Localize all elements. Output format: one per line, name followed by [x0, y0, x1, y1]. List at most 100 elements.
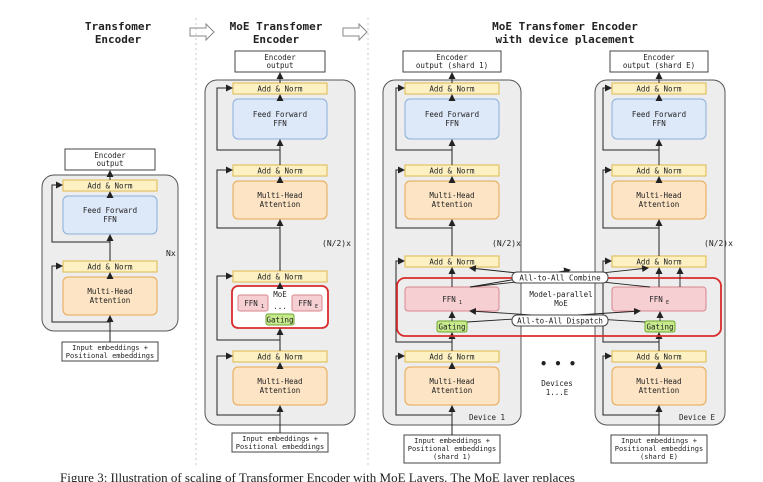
col2-encoder: Encoder output Add & Norm Feed Forward F… — [204, 50, 356, 453]
col1-mha-l2: Attention — [90, 296, 131, 305]
title-col2-line1: MoE Transfomer — [230, 20, 323, 33]
device1-output-l2: output (shard 1) — [416, 61, 488, 70]
col1-addnorm-top-label: Add & Norm — [87, 182, 133, 191]
all-to-all-dispatch-pill — [511, 314, 609, 327]
deviceE-output-l2: output (shard E) — [623, 61, 695, 70]
device1-addnorm-3-label: Add & Norm — [429, 258, 475, 267]
col1-addnorm-bottom-label: Add & Norm — [87, 263, 133, 272]
col2-addnorm-3-label: Add & Norm — [257, 273, 303, 282]
col2-mha-2-l2: Attention — [260, 386, 301, 395]
device1-ffn1-sub: 1 — [459, 300, 462, 306]
col1-output-l1: Encoder — [94, 151, 126, 160]
col2-output-l1: Encoder — [264, 53, 296, 62]
deviceE-addnorm-3-label: Add & Norm — [636, 258, 682, 267]
deviceE-addnorm-1-label: Add & Norm — [636, 85, 682, 94]
figure-caption: Figure 3: Illustration of scaling of Tra… — [60, 470, 575, 482]
model-parallel-l1: Model-parallel — [529, 290, 592, 299]
col2-ffn1-sub: 1 — [261, 304, 264, 310]
deviceE-ffnE-sub: E — [666, 300, 669, 306]
title-col1-line2: Encoder — [95, 33, 142, 46]
device1-ffn-l2: FFN — [445, 119, 459, 128]
col2-moe-label: MoE — [273, 290, 287, 299]
col1-ffn-l1: Feed Forward — [83, 206, 137, 215]
deviceE-mha-1-l1: Multi-Head — [636, 191, 681, 200]
deviceE-input-l1: Input embeddings + — [621, 437, 697, 445]
devices-ellipsis: • • • — [540, 357, 576, 371]
device1-addnorm-1-label: Add & Norm — [429, 85, 475, 94]
col2-gating-label: Gating — [266, 316, 293, 325]
col1-input-l1: Input embeddings + — [72, 344, 148, 352]
device1-n2x: (N/2)x — [492, 239, 521, 248]
col2-ffn1-label: FFN — [244, 299, 258, 308]
device1-mha-2-l1: Multi-Head — [429, 377, 474, 386]
col1-ffn-l2: FFN — [103, 215, 117, 224]
col2-addnorm-2-label: Add & Norm — [257, 167, 303, 176]
deviceE-mha-2-l1: Multi-Head — [636, 377, 681, 386]
title-col2-line2: Encoder — [253, 33, 300, 46]
devices-label-l1: Devices — [541, 379, 573, 388]
device1-ffn-l1: Feed Forward — [425, 110, 479, 119]
title-col3-line2: with device placement — [495, 33, 634, 46]
deviceE-ffnE-label: FFN — [649, 295, 663, 304]
col2-ffnE-sub: E — [315, 304, 318, 310]
device1-mha-1-l1: Multi-Head — [429, 191, 474, 200]
col2-mha-1-l1: Multi-Head — [257, 191, 302, 200]
device1-input-l1: Input embeddings + — [414, 437, 490, 445]
model-parallel-l2: MoE — [554, 299, 568, 308]
device1-mha-1-l2: Attention — [432, 200, 473, 209]
deviceE-n2x: (N/2)x — [704, 239, 733, 248]
col1-input-l2: Positional embeddings — [66, 352, 155, 360]
device1-output-l1: Encoder — [436, 53, 468, 62]
device1-ffn1-label: FFN — [442, 295, 456, 304]
col2-ffn-l2: FFN — [273, 119, 287, 128]
deviceE-addnorm-2-label: Add & Norm — [636, 167, 682, 176]
all-to-all-combine-label: All-to-All Combine — [519, 274, 601, 283]
deviceE-ffn-l2: FFN — [652, 119, 666, 128]
device1-addnorm-2-label: Add & Norm — [429, 167, 475, 176]
col2-addnorm-1-label: Add & Norm — [257, 85, 303, 94]
col2-output-l2: output — [266, 61, 293, 70]
deviceE-input-l2: Positional embeddings — [615, 445, 704, 453]
col1-encoder: Encoder output Add & Norm Feed Forward F… — [41, 148, 179, 362]
device1-addnorm-4-label: Add & Norm — [429, 353, 475, 362]
deviceE-input-box — [610, 434, 708, 464]
all-to-all-combine-pill — [511, 271, 609, 284]
col1-nx: Nx — [166, 249, 176, 258]
col2-n2x: (N/2)x — [322, 239, 351, 248]
col2-dots: ... — [273, 302, 287, 311]
col2-input-l1: Input embeddings + — [242, 435, 318, 443]
device1-label: Device 1 — [469, 413, 505, 422]
col3-device1: Encoder output (shard 1) Add & Norm Feed… — [382, 50, 522, 464]
all-to-all-dispatch-label: All-to-All Dispatch — [517, 317, 603, 326]
transition-arrow-1 — [189, 22, 215, 42]
devices-label-l2: 1...E — [546, 388, 569, 397]
deviceE-addnorm-4-label: Add & Norm — [636, 353, 682, 362]
title-col1-line1: Transfomer — [85, 20, 152, 33]
deviceE-input-l3: (shard E) — [640, 453, 678, 461]
col1-output-l2: output — [96, 159, 123, 168]
col2-addnorm-4-label: Add & Norm — [257, 353, 303, 362]
device1-input-l3: (shard 1) — [433, 453, 471, 461]
deviceE-gating-label: Gating — [646, 323, 673, 332]
title-col3-line1: MoE Transfomer Encoder — [492, 20, 638, 33]
col3-deviceE: Encoder output (shard E) Add & Norm Feed… — [594, 50, 733, 464]
col2-ffnE-label: FFN — [298, 299, 312, 308]
col2-ffnE — [291, 294, 323, 312]
col2-ffn1 — [237, 294, 269, 312]
col2-mha-1-l2: Attention — [260, 200, 301, 209]
device1-gating-label: Gating — [438, 323, 465, 332]
deviceE-mha-1-l2: Attention — [639, 200, 680, 209]
deviceE-label: Device E — [679, 413, 716, 422]
deviceE-output-l1: Encoder — [643, 53, 675, 62]
transition-arrow-2 — [342, 22, 368, 42]
col2-gating — [265, 313, 295, 326]
col2-input-l2: Positional embeddings — [236, 443, 325, 451]
col2-ffn-l1: Feed Forward — [253, 110, 307, 119]
col1-mha-l1: Multi-Head — [87, 287, 132, 296]
deviceE-ffn-l1: Feed Forward — [632, 110, 686, 119]
deviceE-mha-2-l2: Attention — [639, 386, 680, 395]
col2-mha-2-l1: Multi-Head — [257, 377, 302, 386]
device1-input-l2: Positional embeddings — [408, 445, 497, 453]
device1-mha-2-l2: Attention — [432, 386, 473, 395]
